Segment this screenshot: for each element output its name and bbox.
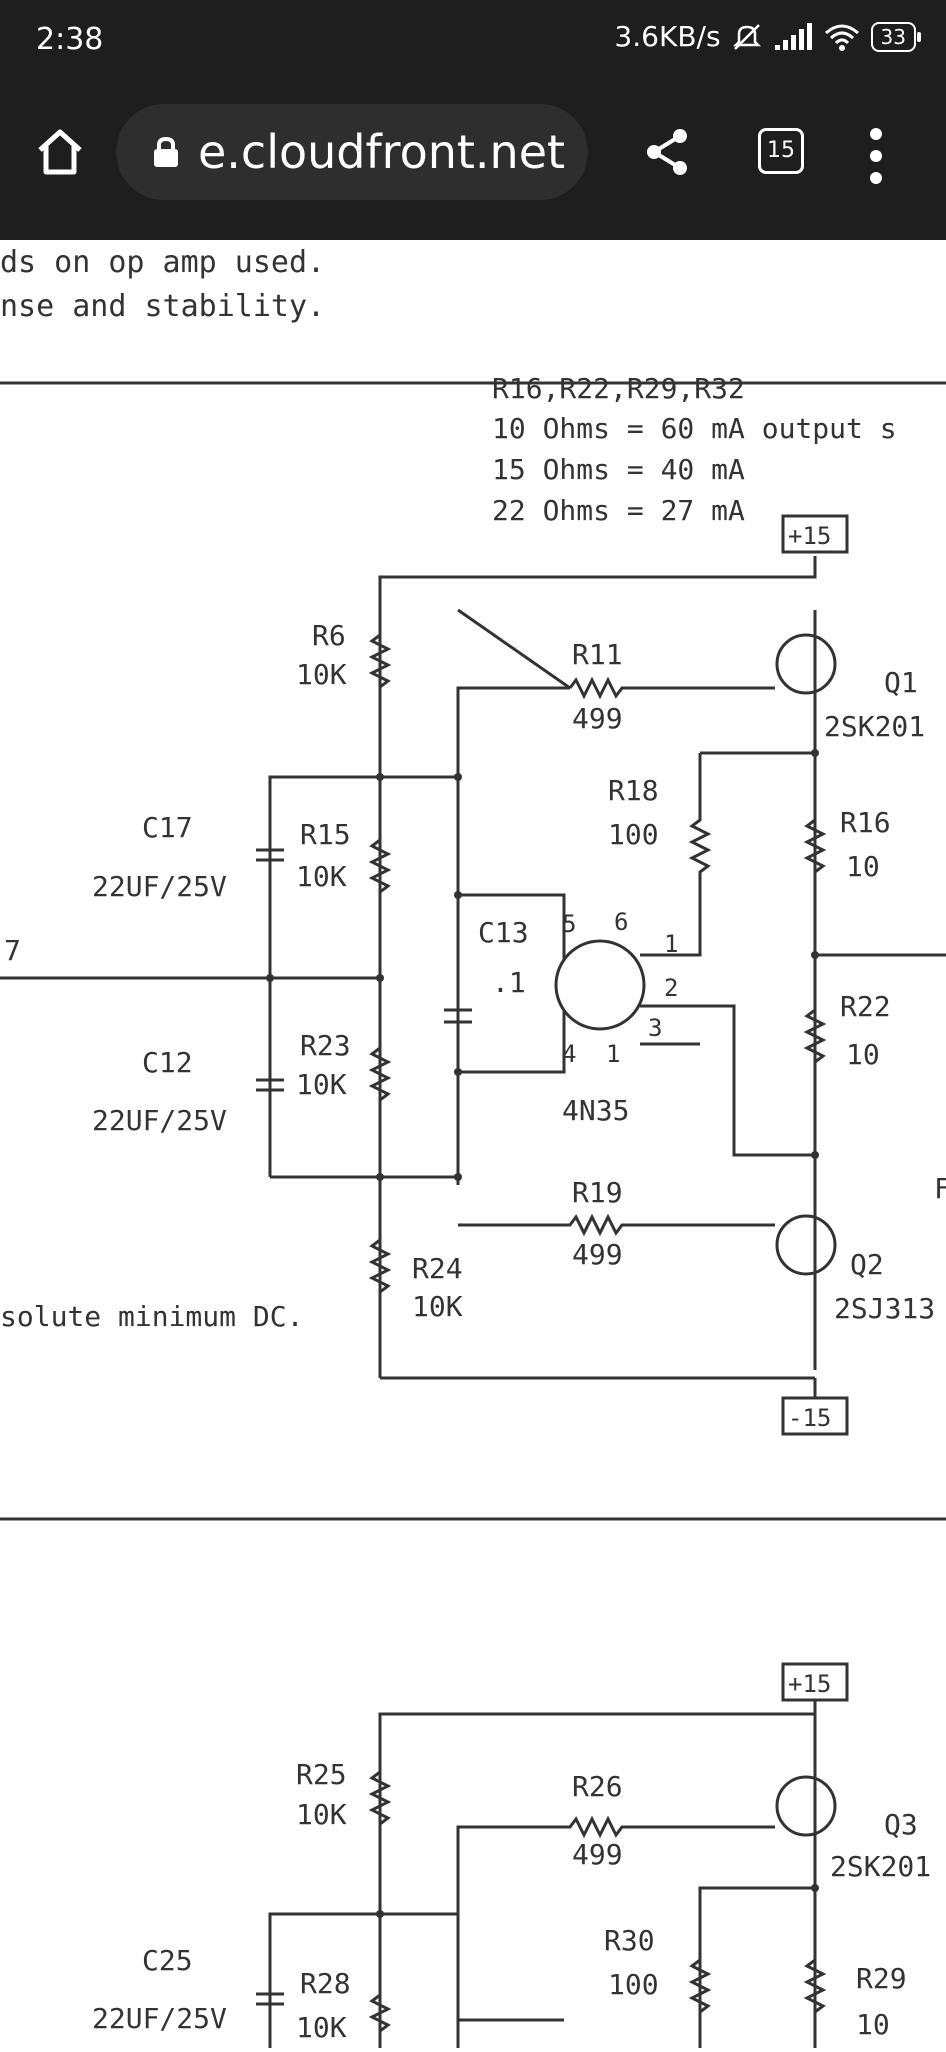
mute-icon bbox=[732, 23, 761, 50]
status-icons: 3.6KB/s 33 bbox=[614, 20, 922, 53]
c25-value: 22UF/25V bbox=[92, 2002, 227, 2035]
pin-5: 5 bbox=[562, 910, 576, 938]
r29-value: 10 bbox=[856, 2008, 890, 2041]
footnote: solute minimum DC. bbox=[0, 1300, 303, 1333]
r6-value: 10K bbox=[296, 658, 347, 691]
url-text: e.cloudfront.net bbox=[198, 125, 566, 179]
address-bar[interactable]: e.cloudfront.net bbox=[116, 104, 588, 200]
pin-2: 2 bbox=[664, 974, 678, 1002]
battery-icon: 33 bbox=[870, 21, 922, 52]
status-time: 2:38 bbox=[36, 22, 104, 57]
r26-label: R26 bbox=[572, 1770, 623, 1803]
lock-icon bbox=[154, 136, 178, 167]
r19-label: R19 bbox=[572, 1176, 623, 1209]
c17-label: C17 bbox=[142, 811, 193, 844]
r6-label: R6 bbox=[312, 619, 346, 652]
pin-6: 6 bbox=[614, 908, 628, 936]
r11-label: R11 bbox=[572, 638, 623, 671]
q1-value: 2SK201 bbox=[824, 710, 925, 743]
q2-value: 2SJ313 bbox=[834, 1292, 935, 1325]
c17-value: 22UF/25V bbox=[92, 870, 227, 903]
status-bar: 2:38 3.6KB/s 33 bbox=[0, 0, 946, 82]
network-speed: 3.6KB/s bbox=[614, 20, 721, 53]
r25-value: 10K bbox=[296, 1798, 347, 1831]
r22-value: 10 bbox=[846, 1038, 880, 1071]
note-line-2: 15 Ohms = 40 mA bbox=[492, 453, 745, 486]
c13-value: .1 bbox=[492, 966, 526, 999]
c12-value: 22UF/25V bbox=[92, 1104, 227, 1137]
pin-1b: 1 bbox=[606, 1040, 620, 1068]
r19-value: 499 bbox=[572, 1238, 623, 1271]
r16-value: 10 bbox=[846, 850, 880, 883]
note-line-1: 10 Ohms = 60 mA output s bbox=[492, 412, 897, 445]
pin-1: 1 bbox=[664, 930, 678, 958]
browser-toolbar: e.cloudfront.net 15 bbox=[0, 82, 946, 240]
r23-value: 10K bbox=[296, 1068, 347, 1101]
r24-value: 10K bbox=[412, 1290, 463, 1323]
pin-3: 3 bbox=[648, 1014, 662, 1042]
opto-label: 4N35 bbox=[562, 1094, 629, 1127]
page-content: ds on op amp used. nse and stability. R1… bbox=[0, 240, 946, 2048]
home-icon[interactable] bbox=[32, 124, 88, 180]
more-menu-icon[interactable] bbox=[866, 126, 886, 186]
intro-line-2: nse and stability. bbox=[0, 289, 325, 324]
minus15-label: -15 bbox=[788, 1404, 831, 1432]
edge-label-f: F bbox=[934, 1172, 946, 1205]
q3-value: 2SK201 bbox=[830, 1850, 931, 1883]
r30-value: 100 bbox=[608, 1968, 659, 2001]
c12-label: C12 bbox=[142, 1046, 193, 1079]
r28-label: R28 bbox=[300, 1967, 351, 2000]
r11-value: 499 bbox=[572, 702, 623, 735]
r28-value: 10K bbox=[296, 2011, 347, 2044]
q3-label: Q3 bbox=[884, 1808, 918, 1841]
c25-label: C25 bbox=[142, 1944, 193, 1977]
c13-label: C13 bbox=[478, 916, 529, 949]
r16-label: R16 bbox=[840, 806, 891, 839]
r23-label: R23 bbox=[300, 1029, 351, 1062]
note-line-3: 22 Ohms = 27 mA bbox=[492, 494, 745, 527]
edge-label-7: 7 bbox=[4, 934, 21, 967]
r15-label: R15 bbox=[300, 818, 351, 851]
share-icon[interactable] bbox=[642, 126, 694, 178]
plus15-label: +15 bbox=[788, 522, 831, 550]
r18-label: R18 bbox=[608, 774, 659, 807]
wifi-icon bbox=[824, 24, 859, 51]
plus15-label-2: +15 bbox=[788, 1670, 831, 1698]
note-title: R16,R22,R29,R32 bbox=[492, 372, 745, 405]
tab-count-button[interactable]: 15 bbox=[758, 128, 804, 174]
q2-label: Q2 bbox=[850, 1248, 884, 1281]
pin-4: 4 bbox=[562, 1040, 576, 1068]
r18-value: 100 bbox=[608, 818, 659, 851]
r24-label: R24 bbox=[412, 1252, 463, 1285]
q1-label: Q1 bbox=[884, 666, 918, 699]
r26-value: 499 bbox=[572, 1838, 623, 1871]
schematic-image: ds on op amp used. nse and stability. R1… bbox=[0, 245, 946, 2048]
signal-icon bbox=[774, 22, 812, 50]
r30-label: R30 bbox=[604, 1924, 655, 1957]
r25-label: R25 bbox=[296, 1758, 347, 1791]
intro-line-1: ds on op amp used. bbox=[0, 245, 325, 280]
r22-label: R22 bbox=[840, 990, 891, 1023]
r29-label: R29 bbox=[856, 1962, 907, 1995]
r15-value: 10K bbox=[296, 860, 347, 893]
